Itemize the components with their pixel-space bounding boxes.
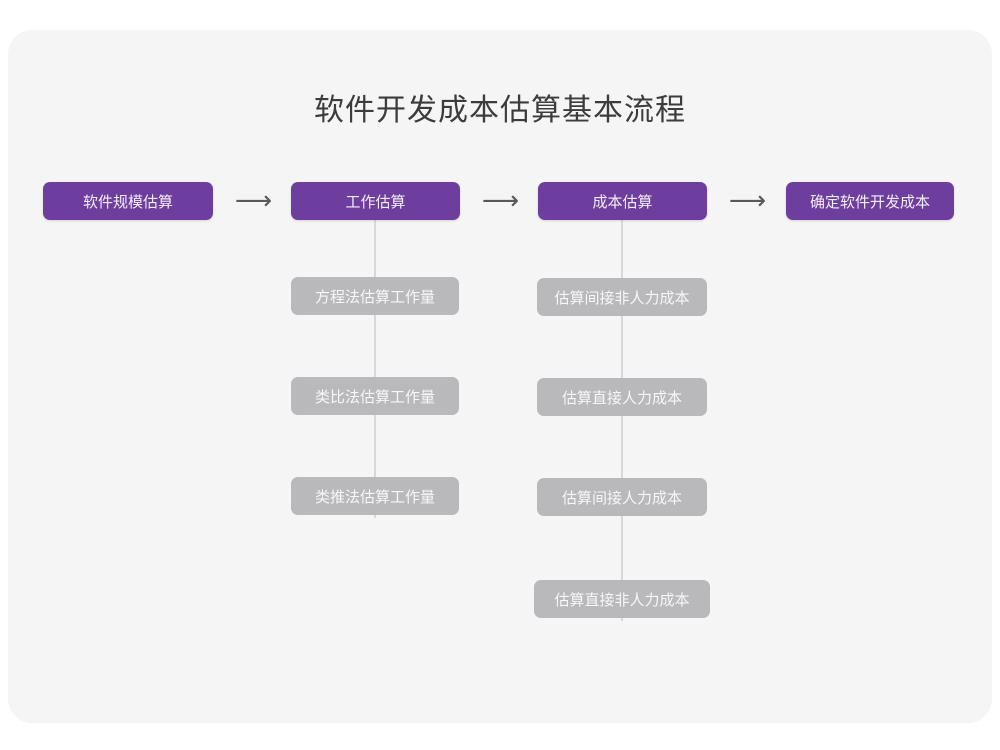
flow-arrow-3: ⟶ <box>720 186 775 216</box>
stage-node-label: 工作估算 <box>345 193 406 211</box>
arrow-right-icon: ⟶ <box>234 186 273 216</box>
cost-item-label: 估算间接非人力成本 <box>554 289 690 307</box>
stage-node-label: 软件规模估算 <box>82 193 173 211</box>
flow-arrow-2: ⟶ <box>473 186 528 216</box>
stage-node-determine-development-cost[interactable]: 确定软件开发成本 <box>786 182 954 220</box>
cost-item-node-indirect-labor[interactable]: 估算间接人力成本 <box>537 478 707 516</box>
work-method-node-inference[interactable]: 类推法估算工作量 <box>291 477 459 515</box>
cost-item-label: 估算间接人力成本 <box>561 489 682 507</box>
arrow-right-icon: ⟶ <box>728 186 767 216</box>
cost-item-node-direct-labor[interactable]: 估算直接人力成本 <box>537 378 707 416</box>
work-method-node-analogy[interactable]: 类比法估算工作量 <box>291 377 459 415</box>
cost-item-label: 估算直接非人力成本 <box>554 591 690 609</box>
stage-node-cost-estimation[interactable]: 成本估算 <box>538 182 707 220</box>
cost-item-node-indirect-nonlabor[interactable]: 估算间接非人力成本 <box>537 278 707 316</box>
work-method-label: 方程法估算工作量 <box>314 288 435 306</box>
stage-node-label: 成本估算 <box>592 193 653 211</box>
work-method-label: 类比法估算工作量 <box>314 388 435 406</box>
stage-node-work-estimation[interactable]: 工作估算 <box>291 182 460 220</box>
connector-line-cost-column <box>621 218 623 621</box>
stage-node-label: 确定软件开发成本 <box>809 193 930 211</box>
stage-node-software-scale-estimation[interactable]: 软件规模估算 <box>43 182 213 220</box>
cost-item-label: 估算直接人力成本 <box>561 389 682 407</box>
work-method-node-equation[interactable]: 方程法估算工作量 <box>291 277 459 315</box>
page-title: 软件开发成本估算基本流程 <box>314 94 686 127</box>
diagram-card-panel <box>8 30 992 723</box>
flow-arrow-1: ⟶ <box>226 186 281 216</box>
arrow-right-icon: ⟶ <box>481 186 520 216</box>
work-method-label: 类推法估算工作量 <box>314 488 435 506</box>
cost-item-node-direct-nonlabor[interactable]: 估算直接非人力成本 <box>534 580 710 618</box>
connector-line-work-column <box>374 218 376 518</box>
